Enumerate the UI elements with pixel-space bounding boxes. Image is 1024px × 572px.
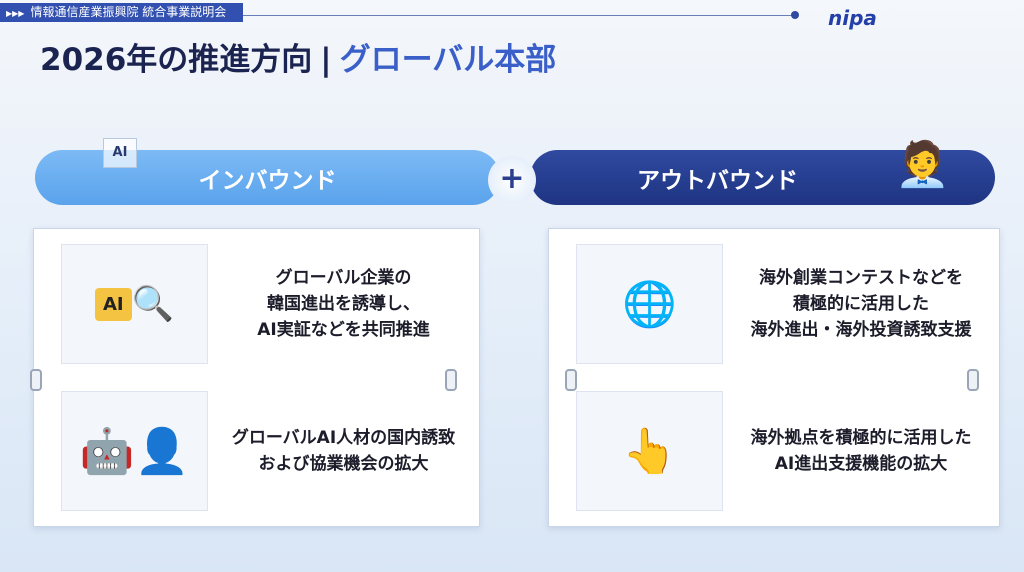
title-main: 2026年の推進方向	[40, 42, 313, 78]
binder-ring	[445, 369, 457, 391]
arrows-icon: ▶▶▶	[6, 9, 25, 18]
divider-dot	[791, 11, 799, 19]
outbound-label: アウトバウンド	[637, 167, 798, 194]
network-touch-icon: 👆	[576, 391, 723, 511]
ai-chip-label: AI	[95, 287, 132, 321]
list-item: 🌐 海外創業コンテストなどを 積極的に活用した 海外進出・海外投資誘致支援	[549, 239, 999, 369]
inbound-banner: インバウンド	[35, 150, 500, 205]
binder-ring	[967, 369, 979, 391]
title-separator: |	[320, 42, 332, 78]
item-text: グローバルAI人材の国内誘致 および協業機会の拡大	[231, 428, 456, 474]
globe-network-icon: 🌐	[576, 244, 723, 364]
event-tag-text: 情報通信産業振興院 統合事業説明会	[30, 5, 227, 19]
nipa-logo: nipa	[828, 6, 877, 30]
title-sub: グローバル本部	[339, 42, 557, 78]
inbound-label: インバウンド	[198, 167, 337, 194]
ai-badge: AI	[103, 138, 137, 168]
page-title: 2026年の推進方向|グローバル本部	[40, 34, 556, 79]
list-item: AI🔍 グローバル企業の 韓国進出を誘導し、 AI実証などを共同推進	[34, 239, 479, 369]
binder-ring	[30, 369, 42, 391]
item-text: グローバル企業の 韓国進出を誘導し、 AI実証などを共同推進	[257, 268, 430, 340]
ai-human-face-icon: 🤖👤	[61, 391, 208, 511]
list-item: 👆 海外拠点を積極的に活用した AI進出支援機能の拡大	[549, 386, 999, 516]
inbound-card: AI🔍 グローバル企業の 韓国進出を誘導し、 AI実証などを共同推進 🤖👤 グロ…	[30, 228, 480, 527]
plus-icon: +	[488, 156, 536, 204]
outbound-card: 🌐 海外創業コンテストなどを 積極的に活用した 海外進出・海外投資誘致支援 👆 …	[548, 228, 1000, 527]
header-divider	[243, 15, 795, 16]
ai-chip-magnifier-icon: AI🔍	[61, 244, 208, 364]
outbound-banner: アウトバウンド	[530, 150, 995, 205]
business-people-icon: 🧑‍💼	[895, 139, 950, 190]
event-tag: ▶▶▶ 情報通信産業振興院 統合事業説明会	[0, 3, 243, 22]
list-item: 🤖👤 グローバルAI人材の国内誘致 および協業機会の拡大	[34, 386, 479, 516]
item-text: 海外創業コンテストなどを 積極的に活用した 海外進出・海外投資誘致支援	[750, 268, 972, 340]
binder-ring	[565, 369, 577, 391]
item-text: 海外拠点を積極的に活用した AI進出支援機能の拡大	[750, 428, 972, 474]
